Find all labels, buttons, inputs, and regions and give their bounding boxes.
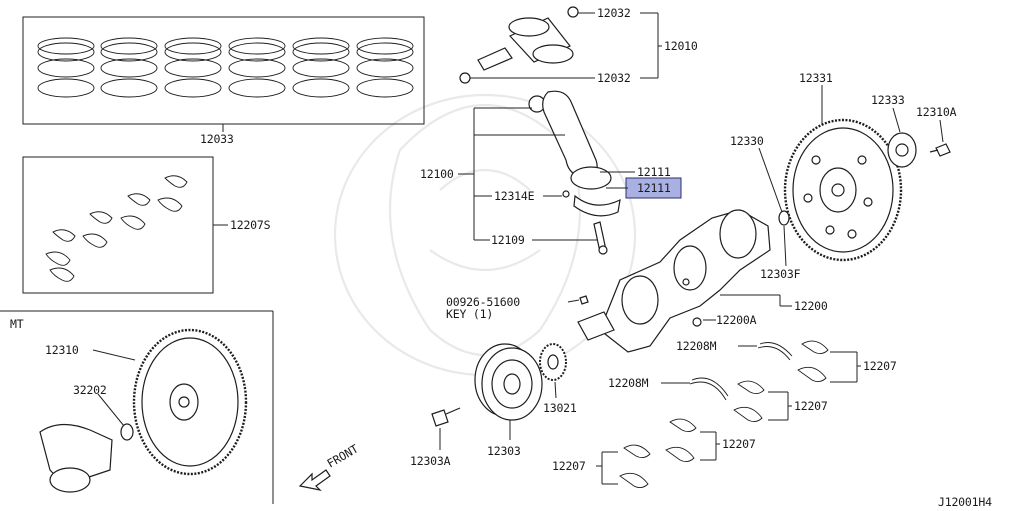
crank-sprocket <box>539 343 567 381</box>
connecting-rod-group: 12100 12111 12111 12314E 12109 <box>420 90 682 255</box>
crank-pulley <box>474 343 543 421</box>
piston-rings-group: 12033 <box>22 16 425 146</box>
thrust-washer-lower <box>689 377 729 401</box>
label-12303a[interactable]: 12303A <box>410 454 451 468</box>
piston <box>459 6 579 84</box>
piston-ring-set <box>37 37 414 98</box>
label-front: FRONT <box>325 442 361 471</box>
main-bearings-group: 12208M 12208M 12207 12207 12207 <box>552 339 897 489</box>
drive-plate <box>783 118 903 262</box>
bearing-pair-3 <box>665 418 697 463</box>
label-12208m-upper[interactable]: 12208M <box>676 339 717 353</box>
main-bearings-set-group: 12207S <box>22 156 271 294</box>
label-12100[interactable]: 12100 <box>420 167 454 181</box>
label-12207-4[interactable]: 12207 <box>552 459 586 473</box>
pilot-converter <box>778 210 790 226</box>
bearing-shells <box>45 175 188 282</box>
pilot-bearing <box>120 423 134 441</box>
crank-key <box>579 295 589 305</box>
label-12303[interactable]: 12303 <box>487 444 521 458</box>
label-12330[interactable]: 12330 <box>730 134 764 148</box>
label-12333[interactable]: 12333 <box>871 93 905 107</box>
drive-plate-group: 12331 12333 12310A 12330 12303F <box>730 71 957 281</box>
label-12032-bottom[interactable]: 12032 <box>597 71 631 85</box>
mt-flywheel-group: MT 12310 32202 <box>0 310 274 504</box>
flywheel <box>132 328 248 476</box>
piston-assembly-group: 12032 12032 12010 <box>459 6 698 85</box>
label-13021[interactable]: 13021 <box>543 401 577 415</box>
label-12200a[interactable]: 12200A <box>716 313 757 327</box>
front-arrow-icon <box>298 469 331 491</box>
label-12207-3[interactable]: 12207 <box>722 437 756 451</box>
label-32202[interactable]: 32202 <box>73 383 107 397</box>
label-00926-51600[interactable]: 00926-51600 <box>446 295 520 309</box>
crankshaft-group: 12200 12200A 00926-51600 KEY (1) <box>446 209 828 353</box>
label-12200[interactable]: 12200 <box>794 299 828 313</box>
label-12207-2[interactable]: 12207 <box>794 399 828 413</box>
label-12207s[interactable]: 12207S <box>230 218 271 232</box>
label-12207-1[interactable]: 12207 <box>863 359 897 373</box>
label-12111-top[interactable]: 12111 <box>637 165 671 179</box>
bearing-pair-2 <box>733 380 765 423</box>
label-12314e[interactable]: 12314E <box>494 189 535 203</box>
bearing-pair-1 <box>797 340 829 383</box>
label-12111-highlighted[interactable]: 12111 <box>637 181 671 195</box>
thrust-washer-upper <box>757 342 793 361</box>
label-12331[interactable]: 12331 <box>799 71 833 85</box>
bearing-pair-4 <box>619 444 651 489</box>
label-12032-top[interactable]: 12032 <box>597 6 631 20</box>
label-12208m-lower[interactable]: 12208M <box>608 376 649 390</box>
label-mt: MT <box>10 317 24 331</box>
diagram-code: J12001H4 <box>938 495 992 509</box>
label-12010[interactable]: 12010 <box>664 39 698 53</box>
label-12109[interactable]: 12109 <box>491 233 525 247</box>
crankshaft <box>577 209 771 353</box>
pulley-bolt <box>431 407 461 427</box>
label-key[interactable]: KEY (1) <box>446 307 493 321</box>
reinforcement-plate <box>887 132 917 168</box>
crankshaft-rear <box>39 423 113 493</box>
crank-pulley-group: 12303 13021 12303A <box>410 343 577 468</box>
label-12310[interactable]: 12310 <box>45 343 79 357</box>
label-12310a[interactable]: 12310A <box>916 105 957 119</box>
drive-plate-bolt <box>929 143 951 157</box>
label-12303f[interactable]: 12303F <box>760 267 801 281</box>
label-12033[interactable]: 12033 <box>200 132 234 146</box>
connecting-rod <box>528 90 621 255</box>
front-indicator: FRONT <box>298 442 361 491</box>
